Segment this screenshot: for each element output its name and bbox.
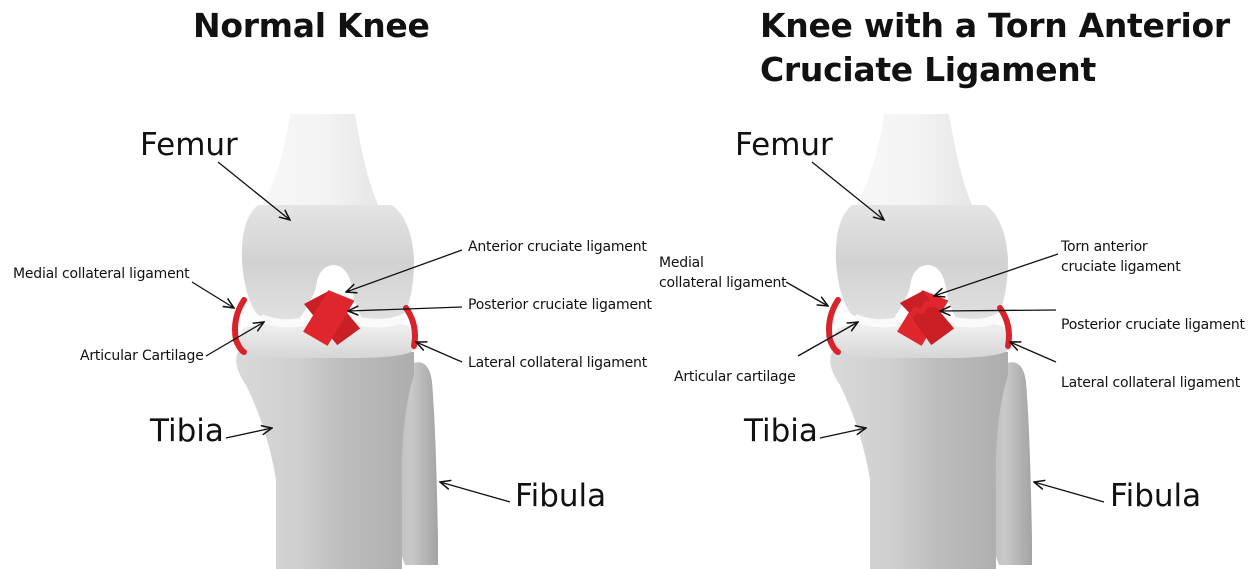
right-mcl-label-line2: collateral ligament: [659, 274, 786, 292]
left-mcl-pointer: [192, 282, 234, 308]
right-acl-label-line2: cruciate ligament: [1061, 258, 1181, 276]
right-panel-title-line2: Cruciate Ligament: [760, 48, 1096, 91]
right-mcl-label-line1: Medial: [659, 254, 704, 272]
right-knee-illustration: [829, 114, 1032, 569]
left-knee-illustration: [235, 114, 438, 569]
right-acl-label-line1: Torn anterior: [1061, 238, 1148, 256]
left-lcl-pointer: [416, 342, 462, 362]
right-lcl-label: Lateral collateral ligament: [1061, 374, 1240, 392]
right-fibula-label: Fibula: [1110, 479, 1201, 513]
left-tibia-label: Tibia: [150, 414, 224, 448]
right-mcl-pointer: [786, 282, 828, 306]
left-pcl-label: Posterior cruciate ligament: [468, 296, 652, 314]
right-cartilage-label: Articular cartilage: [674, 368, 796, 386]
right-pcl-label: Posterior cruciate ligament: [1061, 316, 1245, 334]
left-panel-title: Normal Knee: [193, 4, 430, 47]
right-lcl-pointer: [1010, 342, 1056, 362]
right-panel-title-line1: Knee with a Torn Anterior: [760, 4, 1230, 47]
right-femur-label: Femur: [735, 128, 833, 162]
right-fibula-pointer: [1034, 482, 1104, 502]
right-tibia-label: Tibia: [744, 414, 818, 448]
left-lcl-label: Lateral collateral ligament: [468, 354, 647, 372]
left-cartilage-label: Articular Cartilage: [80, 347, 204, 365]
left-femur-label: Femur: [140, 128, 238, 162]
left-fibula-pointer: [440, 482, 510, 502]
left-fibula-label: Fibula: [515, 479, 606, 513]
left-mcl-label: Medial collateral ligament: [13, 265, 189, 283]
left-acl-label: Anterior cruciate ligament: [468, 238, 647, 256]
